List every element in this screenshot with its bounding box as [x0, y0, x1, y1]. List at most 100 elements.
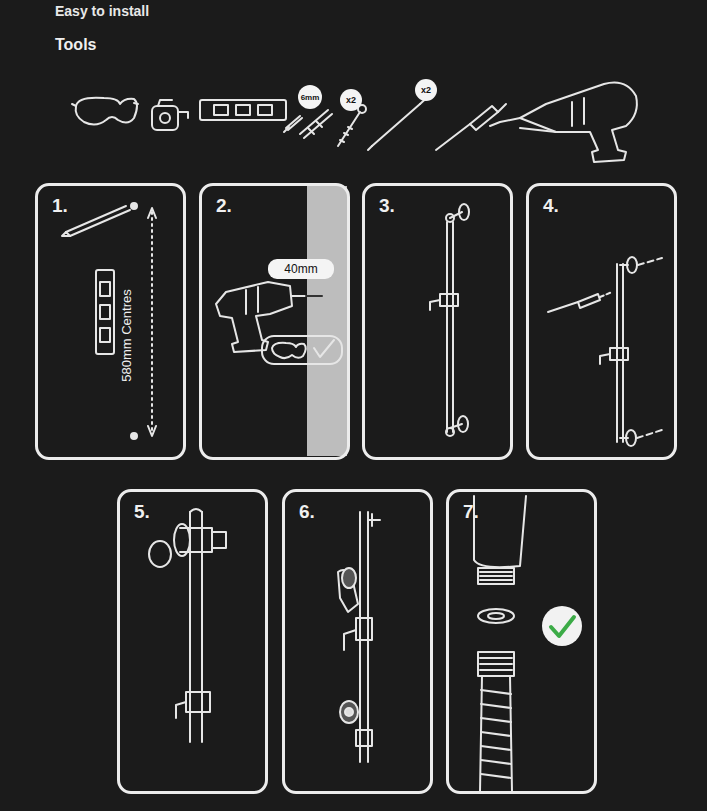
slider-hand: [360, 512, 368, 762]
hose-connection: [480, 676, 512, 792]
riser-rail: [458, 416, 468, 432]
tape-measure: [152, 100, 188, 130]
pencil-mark: [66, 206, 130, 236]
slider-hand: [338, 512, 380, 762]
tape-measure: [152, 106, 178, 130]
hose-connection: [478, 652, 514, 676]
step-number: 2.: [216, 195, 232, 217]
dimension-line: [131, 203, 137, 209]
hose-connection: [474, 496, 526, 792]
badge-text: 6mm: [301, 93, 320, 102]
long-screwdriver: [372, 104, 420, 146]
tape-measure: [178, 112, 188, 118]
rail-fixing: [617, 264, 623, 442]
spirit-level-vertical: [100, 282, 110, 296]
tape-measure: [158, 100, 172, 106]
power-drill: [572, 98, 584, 126]
riser-rail: [446, 428, 454, 436]
power-drill: [520, 83, 637, 163]
screwdriver: [436, 104, 506, 150]
drill-to-wall: [246, 287, 258, 314]
screw: [338, 112, 360, 146]
goggles-check: [314, 340, 334, 357]
spirit-level: [258, 105, 272, 115]
screw: [340, 127, 352, 142]
drill-to-wall: [292, 295, 306, 297]
riser-rail: [459, 204, 469, 220]
dimension-line: [131, 433, 137, 439]
power-drill: [490, 83, 637, 163]
slider-hand: [342, 568, 356, 588]
drill-bit: [284, 127, 289, 132]
goggles-check: [262, 336, 342, 364]
spirit-level: [200, 100, 286, 120]
wall-plug: [300, 110, 332, 138]
safety-goggles: [72, 98, 138, 125]
depth-label: 40mm: [268, 259, 334, 279]
drill-to-wall: [216, 282, 292, 352]
riser-rail: [447, 222, 453, 432]
spirit-level-vertical: [100, 305, 110, 319]
riser-rail: [446, 214, 454, 222]
hose-connection: [481, 690, 511, 778]
title: Easy to install: [55, 3, 149, 19]
rail-fixing: [578, 294, 600, 308]
drill-to-wall: [306, 295, 322, 297]
step-panel: 6.: [282, 489, 433, 794]
screwdriver: [436, 124, 470, 150]
bracket-cap: [149, 541, 171, 567]
hose-connection: [478, 568, 514, 584]
rail-fixing: [620, 265, 628, 438]
hose-connection: [474, 496, 526, 567]
pencil-mark: [62, 232, 70, 236]
pencil-mark: [62, 206, 130, 236]
dimension-line: [131, 203, 156, 439]
slider-hand: [344, 618, 372, 650]
rail-fixing: [548, 302, 578, 312]
wall-plug: [308, 121, 322, 134]
step-panel: 5.: [117, 489, 268, 794]
spirit-level: [236, 105, 250, 115]
slider-hand: [368, 514, 380, 526]
quantity-badge: x2: [340, 89, 362, 111]
bracket-cap: [176, 692, 210, 718]
spirit-level-vertical: [100, 328, 110, 342]
spirit-level: [200, 100, 286, 120]
check-mark: [542, 606, 582, 646]
hose-connection: [488, 613, 504, 619]
drill-to-wall: [216, 282, 322, 352]
power-drill: [490, 118, 556, 132]
safety-goggles: [72, 103, 138, 106]
tape-measure: [160, 113, 170, 123]
badge-text: x2: [421, 85, 431, 95]
bracket-cap: [190, 509, 202, 512]
bracket-cap: [190, 512, 202, 742]
step-number: 7.: [463, 501, 479, 523]
screwdriver: [498, 104, 506, 112]
step-panel: 4.: [526, 183, 677, 460]
riser-rail: [450, 212, 462, 428]
badge-text: x2: [346, 95, 356, 105]
bracket-cap: [149, 509, 226, 742]
safety-goggles: [76, 98, 137, 125]
rail-fixing: [600, 348, 628, 364]
step-number: 1.: [52, 195, 68, 217]
spirit-level-vertical: [96, 270, 114, 354]
depth-text: 40mm: [284, 262, 317, 276]
hose-connection: [478, 609, 514, 623]
wall-plug: [300, 110, 332, 138]
rail-fixing: [638, 258, 662, 265]
slider-hand: [345, 708, 353, 716]
hose-connection: [480, 658, 512, 670]
quantity-badge: x2: [415, 79, 437, 101]
long-screwdriver: [368, 146, 372, 150]
hose-connection: [480, 572, 512, 580]
screwdriver: [470, 106, 498, 130]
size-badge: 6mm: [298, 85, 323, 110]
dimension-label: 580mm Centres: [118, 289, 133, 381]
rail-fixing: [548, 257, 662, 446]
step-number: 3.: [379, 195, 395, 217]
step-number: 4.: [543, 195, 559, 217]
